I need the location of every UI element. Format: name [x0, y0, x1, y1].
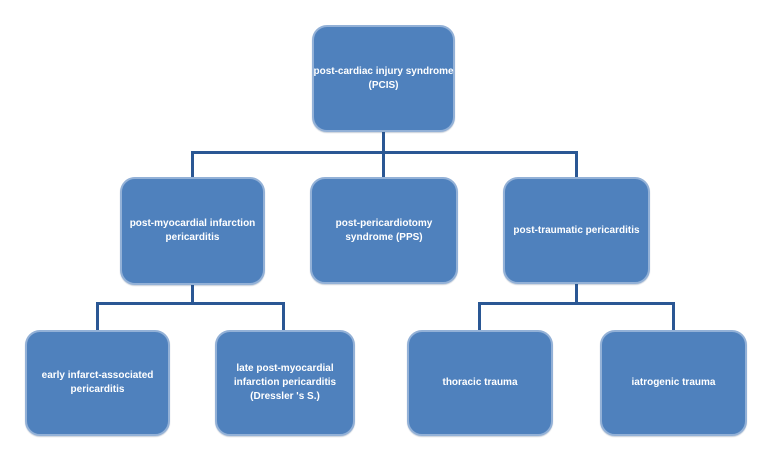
node-label-line: post-traumatic pericarditis	[513, 224, 640, 236]
node-label-line: post-myocardial infarction	[129, 218, 256, 229]
connector-drop-late-post-mi	[282, 305, 285, 330]
connector-drop-early-infarct	[96, 305, 99, 330]
connector-drop-post-traumatic	[575, 154, 578, 177]
node-label-line: post-pericardiotomy	[335, 217, 433, 229]
connector-drop-post-mi	[191, 154, 194, 177]
node-post-traumatic-pericarditis: post-traumatic pericarditis	[503, 177, 650, 284]
node-label-line: early infarct-associated	[41, 370, 154, 381]
node-early-infarct-associated-pericarditis: early infarct-associated pericarditis	[25, 330, 170, 436]
node-thoracic-trauma: thoracic trauma	[407, 330, 553, 436]
node-post-pericardiotomy-syndrome: post-pericardiotomy syndrome (PPS)	[310, 177, 458, 284]
connector-drop-iatrogenic	[672, 305, 675, 330]
connector-post-mi-stem	[191, 285, 194, 302]
node-label-line: thoracic trauma	[442, 377, 518, 388]
node-post-myocardial-infarction-pericarditis: post-myocardial infarction pericarditis	[120, 177, 265, 285]
node-label-line: iatrogenic trauma	[631, 377, 716, 388]
node-label-line: (Dressler 's S.)	[250, 391, 320, 402]
node-label-line: pericarditis	[70, 384, 125, 395]
connector-drop-thoracic	[478, 305, 481, 330]
node-label-line: late post-myocardial	[236, 363, 334, 374]
connector-left-bar	[96, 302, 285, 305]
connector-level1-bar	[191, 151, 578, 154]
connector-drop-pps	[382, 154, 385, 177]
connector-root-stem	[382, 132, 385, 151]
connector-right-bar	[478, 302, 675, 305]
node-label-line: syndrome (PPS)	[345, 231, 423, 243]
node-iatrogenic-trauma: iatrogenic trauma	[600, 330, 747, 436]
node-late-post-myocardial-infarction-pericarditis: late post-myocardial infarction pericard…	[215, 330, 355, 436]
node-label-line: post-cardiac injury syndrome	[313, 65, 454, 77]
node-label-line: pericarditis	[165, 232, 220, 243]
node-label-line: (PCIS)	[368, 79, 399, 91]
node-label-line: infarction pericarditis	[233, 377, 337, 388]
node-pcis: post-cardiac injury syndrome (PCIS)	[312, 25, 455, 132]
connector-post-traumatic-stem	[575, 284, 578, 302]
